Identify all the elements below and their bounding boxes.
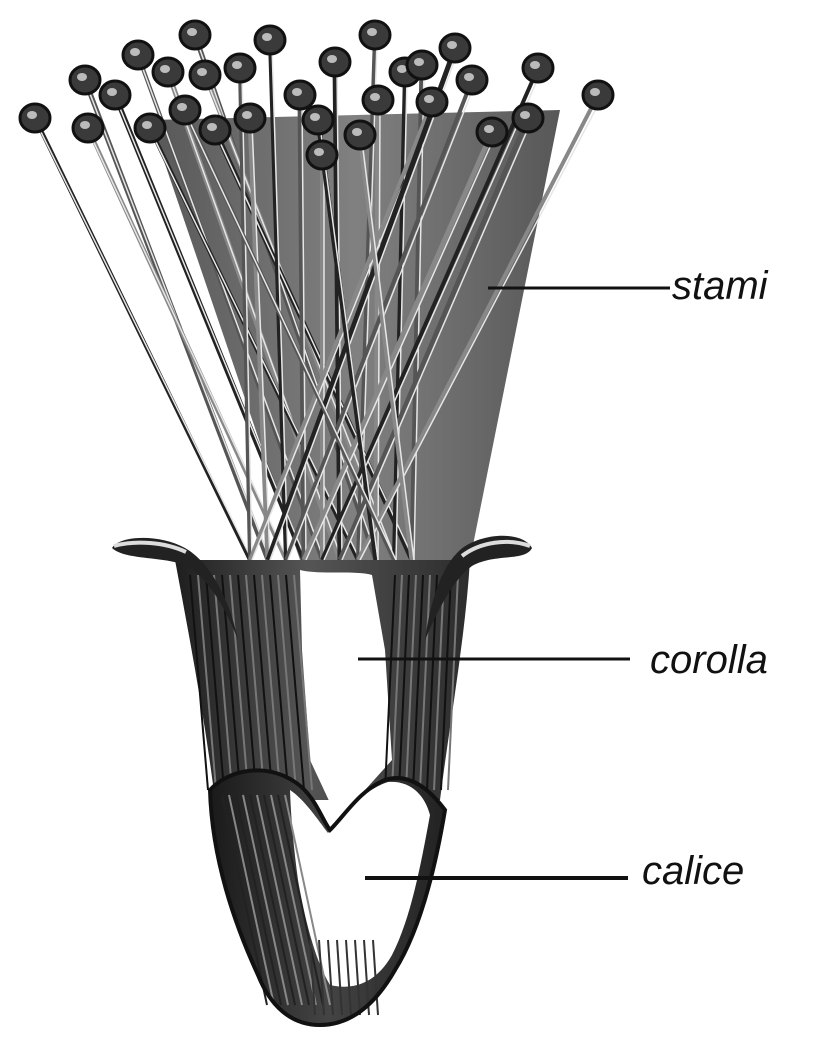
stamen-anther-highlight — [397, 65, 407, 73]
stamen-anther-highlight — [464, 73, 474, 81]
stamen-anther-highlight — [187, 28, 197, 36]
stamen-anther-highlight — [197, 68, 207, 76]
stamen-anther-highlight — [130, 48, 140, 56]
calyx-label: calice — [642, 851, 744, 891]
stamen-anther-highlight — [207, 123, 217, 131]
stamen-anther-highlight — [27, 111, 37, 119]
stamen-anther-highlight — [310, 113, 320, 121]
stamen-anther-highlight — [232, 61, 242, 69]
stamen-anther-highlight — [77, 73, 87, 81]
stamen-anther-highlight — [370, 93, 380, 101]
stamen-anther-highlight — [367, 28, 377, 36]
stamen-anther-highlight — [530, 61, 540, 69]
stamen-anther-highlight — [520, 111, 530, 119]
stamen-anther-highlight — [262, 33, 272, 41]
stamen-anther-highlight — [424, 95, 434, 103]
stamens-label: stami — [672, 266, 768, 306]
stamen-anther-highlight — [414, 58, 424, 66]
stamen-anther-highlight — [314, 148, 324, 156]
stamen-anther-highlight — [590, 88, 600, 96]
corolla-label: corolla — [650, 640, 768, 680]
stamen-anther-highlight — [327, 55, 337, 63]
stamen-anther-highlight — [107, 88, 117, 96]
stamen-anther-highlight — [80, 121, 90, 129]
stamen-anther-highlight — [177, 103, 187, 111]
stamen-anther-highlight — [292, 88, 302, 96]
stamen-anther-highlight — [352, 128, 362, 136]
stamen-anther-highlight — [142, 121, 152, 129]
stamen-anther-highlight — [484, 125, 494, 133]
stamen-anther-highlight — [160, 65, 170, 73]
stamen-anther-highlight — [447, 41, 457, 49]
stamen-anther-highlight — [242, 111, 252, 119]
